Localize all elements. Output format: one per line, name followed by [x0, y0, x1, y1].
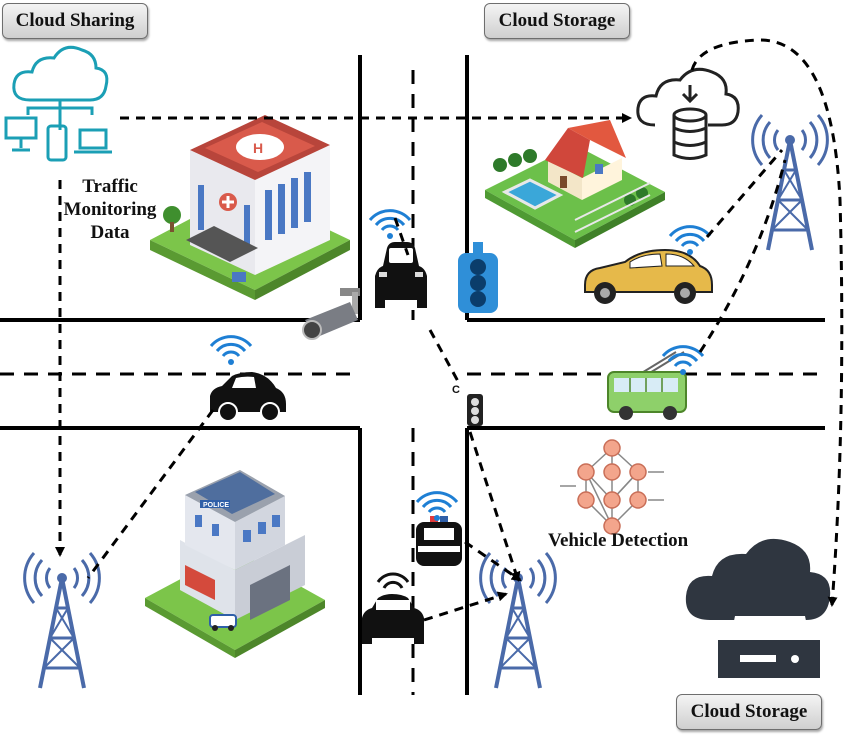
traffic-light-icon — [458, 242, 498, 313]
wifi-icon — [368, 209, 412, 241]
taxi-car-icon — [584, 248, 713, 304]
cell-tower-icon — [22, 551, 102, 690]
cloud-server-icon — [685, 538, 831, 678]
cell-tower-icon — [750, 113, 830, 252]
traffic-light-letter: C — [452, 384, 460, 396]
cloud-storage-bottom-button[interactable]: Cloud Storage — [676, 694, 822, 730]
cloud-storage-button[interactable]: Cloud Storage — [484, 3, 630, 39]
neural-network-icon — [560, 439, 664, 535]
cloud-network-icon — [4, 45, 112, 162]
car-icon — [210, 372, 286, 422]
road-network — [0, 55, 825, 695]
vehicle-detection-label: Vehicle Detection — [548, 530, 689, 551]
cell-tower-icon — [478, 551, 558, 690]
wifi-icon — [661, 345, 705, 377]
traffic-monitoring-data-label: Traffic Monitoring Data — [63, 176, 157, 243]
house-icon — [485, 120, 665, 248]
cctv-camera-icon — [302, 288, 360, 340]
car-icon — [375, 242, 427, 308]
police-station-icon: POLICE — [145, 470, 325, 658]
police-car-icon — [416, 516, 462, 566]
car-icon — [362, 572, 424, 644]
data-flow-arrows — [55, 38, 844, 622]
hospital-building-icon: H — [150, 115, 350, 300]
svg-text:H: H — [253, 140, 263, 156]
trolleybus-icon — [607, 351, 687, 420]
traffic-light-icon — [467, 394, 483, 426]
cloud-database-icon — [636, 67, 740, 160]
svg-text:POLICE: POLICE — [203, 502, 229, 509]
wifi-icon — [415, 491, 459, 523]
cloud-sharing-button[interactable]: Cloud Sharing — [2, 3, 148, 39]
wifi-icon — [209, 335, 253, 367]
